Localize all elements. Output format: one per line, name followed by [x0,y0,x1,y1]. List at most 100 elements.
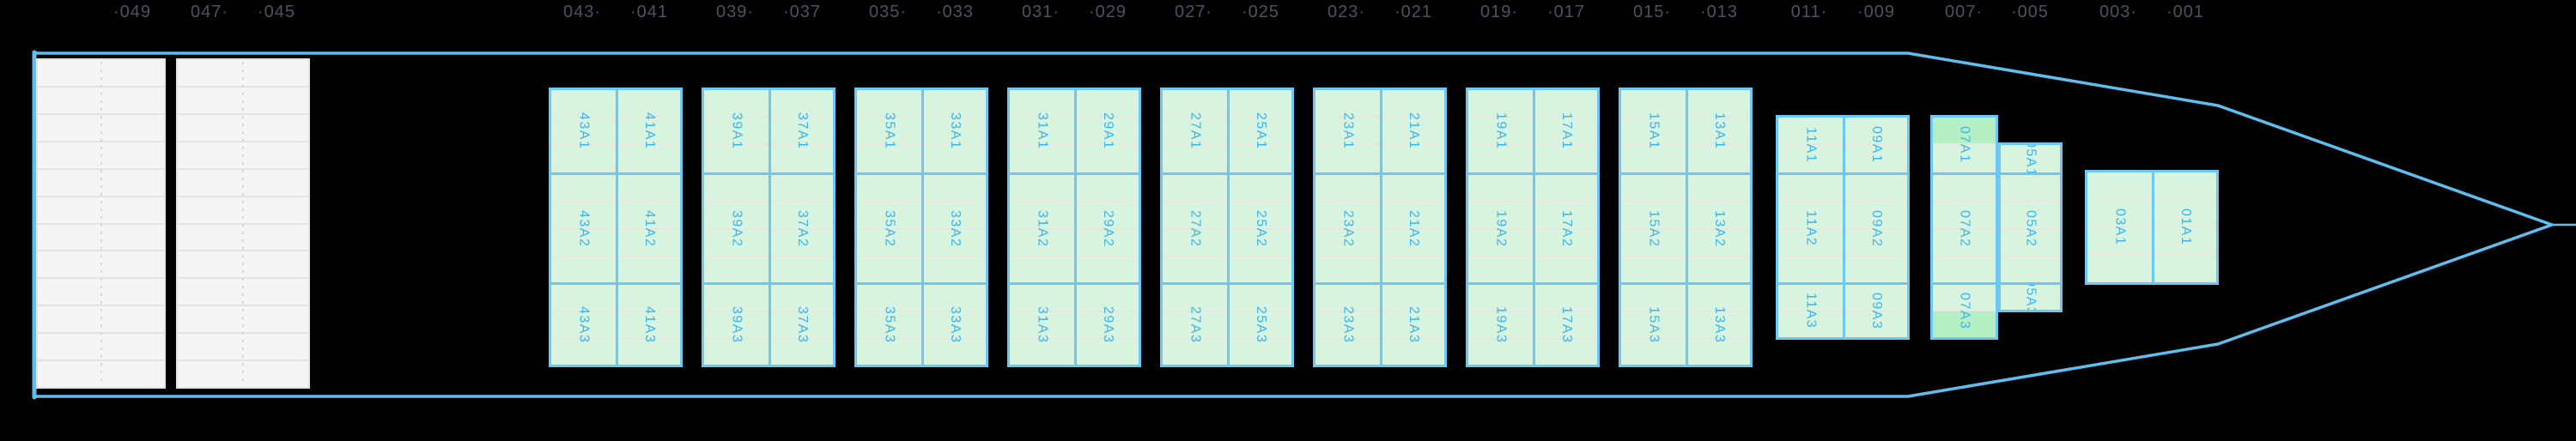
slot-33A2[interactable]: 33A2 [921,172,986,282]
bay-label-039: 039· [715,3,755,21]
slot-label: 25A3 [1254,305,1268,344]
slot-29A2[interactable]: 29A2 [1074,172,1139,282]
slot-37A3[interactable]: 37A3 [769,282,833,365]
bay-label-031: 031· [1021,3,1060,21]
slot-label: 25A2 [1254,209,1268,248]
slot-label: 29A1 [1101,112,1115,150]
slot-label: 39A1 [729,112,744,150]
slot-29A3[interactable]: 29A3 [1074,282,1139,365]
slot-label: 19A1 [1493,112,1509,150]
slot-17A2[interactable]: 17A2 [1533,172,1597,282]
slot-label: 09A1 [1869,126,1884,164]
bay-label-025: ·025 [1241,3,1280,21]
slot-07A2[interactable]: 07A2 [1933,172,1996,282]
bay-label-037: ·037 [782,3,822,21]
slot-31A3[interactable]: 31A3 [1010,282,1074,365]
slot-label: 19A3 [1493,305,1509,344]
slot-31A2[interactable]: 31A2 [1010,172,1074,282]
slot-25A1[interactable]: 25A1 [1227,90,1291,172]
slot-label: 27A3 [1188,305,1203,344]
bay-label-029: ·029 [1088,3,1127,21]
slot-35A3[interactable]: 35A3 [857,282,921,365]
slot-41A2[interactable]: 41A2 [616,172,680,282]
slot-27A3[interactable]: 27A3 [1163,282,1227,365]
slot-05A3[interactable]: 05A3 [2001,282,2060,310]
slot-39A2[interactable]: 39A2 [704,172,769,282]
slot-17A1[interactable]: 17A1 [1533,90,1597,172]
slot-label: 11A1 [1803,126,1819,164]
slot-19A2[interactable]: 19A2 [1468,172,1533,282]
slot-label: 43A1 [576,112,592,150]
slot-23A3[interactable]: 23A3 [1315,282,1380,365]
slot-11A1[interactable]: 11A1 [1778,118,1843,172]
slot-23A1[interactable]: 23A1 [1315,90,1380,172]
slot-01A1[interactable]: 01A1 [2152,172,2216,282]
bay-label-047: 047· [190,3,229,21]
slot-41A1[interactable]: 41A1 [616,90,680,172]
slot-13A3[interactable]: 13A3 [1686,282,1750,365]
slot-19A1[interactable]: 19A1 [1468,90,1533,172]
slot-09A2[interactable]: 09A2 [1843,172,1907,282]
slot-05A1[interactable]: 05A1 [2001,145,2060,172]
slot-label: 23A3 [1340,305,1356,344]
slot-31A1[interactable]: 31A1 [1010,90,1074,172]
slot-41A3[interactable]: 41A3 [616,282,680,365]
slot-21A3[interactable]: 21A3 [1380,282,1444,365]
slot-37A1[interactable]: 37A1 [769,90,833,172]
slot-07A3[interactable]: 07A3 [1933,282,1996,337]
slot-43A3[interactable]: 43A3 [551,282,616,365]
slot-21A1[interactable]: 21A1 [1380,90,1444,172]
slot-label: 31A2 [1035,209,1050,248]
slot-07A1[interactable]: 07A1 [1933,118,1996,172]
slot-05A2[interactable]: 05A2 [2001,172,2060,282]
slot-13A1[interactable]: 13A1 [1686,90,1750,172]
hold-block-stern-hold-b [176,58,310,389]
slot-label: 13A2 [1712,209,1727,248]
slot-29A1[interactable]: 29A1 [1074,90,1139,172]
slot-label: 39A3 [729,305,744,344]
slot-15A3[interactable]: 15A3 [1621,282,1686,365]
slot-03A1[interactable]: 03A1 [2087,172,2152,282]
bay-label-001: ·001 [2166,3,2205,21]
slot-label: 35A1 [882,112,897,150]
hull-bottom-line [33,223,2554,398]
slot-15A1[interactable]: 15A1 [1621,90,1686,172]
slot-39A1[interactable]: 39A1 [704,90,769,172]
slot-33A3[interactable]: 33A3 [921,282,986,365]
slot-43A1[interactable]: 43A1 [551,90,616,172]
slot-label: 21A2 [1406,209,1421,248]
slot-27A1[interactable]: 27A1 [1163,90,1227,172]
slot-43A2[interactable]: 43A2 [551,172,616,282]
slot-09A3[interactable]: 09A3 [1843,282,1907,337]
slot-21A2[interactable]: 21A2 [1380,172,1444,282]
slot-19A3[interactable]: 19A3 [1468,282,1533,365]
slot-label: 05A3 [2023,282,2038,310]
slot-23A2[interactable]: 23A2 [1315,172,1380,282]
slot-label: 41A1 [642,112,657,150]
bay-label-023: 023· [1327,3,1366,21]
slot-25A2[interactable]: 25A2 [1227,172,1291,282]
slot-27A2[interactable]: 27A2 [1163,172,1227,282]
slot-15A2[interactable]: 15A2 [1621,172,1686,282]
slot-label: 33A3 [948,305,963,344]
slot-39A3[interactable]: 39A3 [704,282,769,365]
slot-35A2[interactable]: 35A2 [857,172,921,282]
slot-label: 29A3 [1101,305,1115,344]
slot-11A3[interactable]: 11A3 [1778,282,1843,337]
slot-label: 01A1 [2178,208,2193,246]
slot-13A2[interactable]: 13A2 [1686,172,1750,282]
bay-label-017: ·017 [1546,3,1586,21]
slot-17A3[interactable]: 17A3 [1533,282,1597,365]
slot-09A1[interactable]: 09A1 [1843,118,1907,172]
slot-33A1[interactable]: 33A1 [921,90,986,172]
slot-37A2[interactable]: 37A2 [769,172,833,282]
hold-center-dashed-line [242,62,244,385]
slot-11A2[interactable]: 11A2 [1778,172,1843,282]
slot-25A3[interactable]: 25A3 [1227,282,1291,365]
slot-35A1[interactable]: 35A1 [857,90,921,172]
slot-label: 09A3 [1869,292,1884,330]
